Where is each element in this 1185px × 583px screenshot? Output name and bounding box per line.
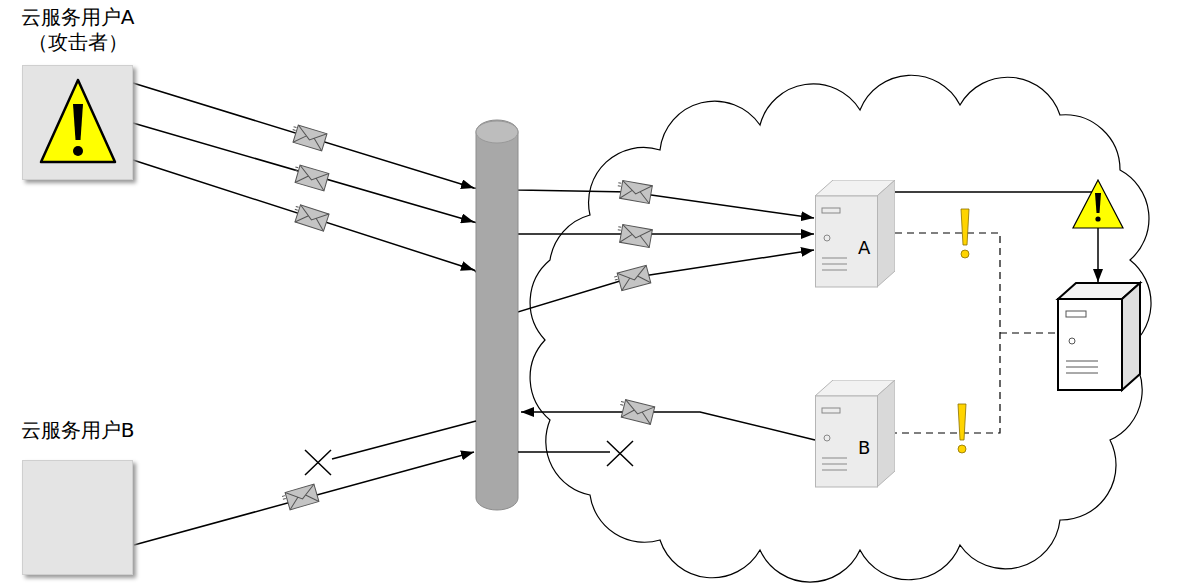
terminal-box (22, 65, 133, 180)
warning-icon (23, 66, 132, 179)
block-cross (607, 441, 633, 466)
attack-arrow (461, 266, 474, 270)
packet-icon (613, 265, 651, 291)
packet-icon (291, 164, 329, 191)
blocked-wire (332, 421, 476, 459)
packet-icon (616, 180, 653, 204)
reply-wire (521, 412, 815, 440)
packet-icon (281, 484, 319, 511)
block-cross (305, 450, 331, 475)
attack-connector (133, 123, 814, 234)
packet-icon (617, 399, 654, 425)
server-label: B (858, 438, 870, 458)
warning-triangle (1073, 180, 1123, 228)
server-node: B (815, 380, 895, 488)
packet-icon (616, 224, 653, 248)
attack-connector (133, 83, 814, 218)
attack-connector (133, 160, 814, 312)
cloud-outline (530, 75, 1151, 582)
backend-server (1058, 283, 1140, 390)
alert-mark (961, 209, 969, 258)
terminal-box (22, 460, 133, 575)
gateway-pillar-top (476, 121, 518, 143)
attack-arrow (461, 218, 474, 222)
server-node: A (815, 180, 895, 288)
alert-mark (958, 404, 966, 453)
packet-icon (289, 124, 327, 151)
terminal-heading: 云服务用户B (14, 418, 141, 443)
server-icon (815, 380, 895, 488)
packet-icon (291, 204, 329, 232)
warning-mark (1095, 193, 1101, 213)
warning-mark (1095, 216, 1100, 221)
blocked-wire (518, 451, 610, 453)
server-icon (815, 180, 895, 288)
user-terminal: 云服务用户B (22, 418, 133, 575)
overload-wire (895, 184, 1098, 192)
shared-link (895, 233, 1058, 433)
user-terminal: 云服务用户A （攻击者） (22, 5, 133, 180)
server-label: A (858, 238, 870, 258)
gateway-pillar (476, 120, 518, 510)
terminal-heading: 云服务用户A （攻击者） (14, 5, 141, 55)
overload-arrow (1097, 228, 1099, 282)
request-wire (134, 452, 474, 545)
attack-arrow (461, 184, 474, 188)
